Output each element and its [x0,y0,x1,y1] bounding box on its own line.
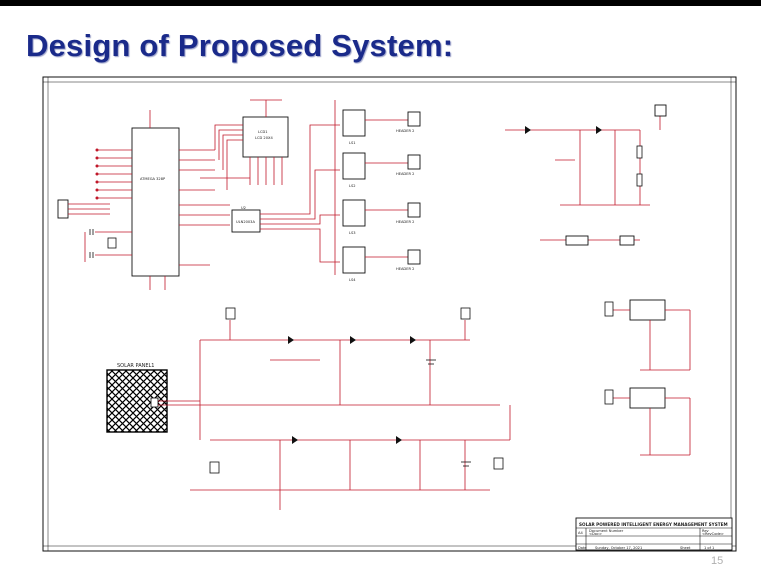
header-label-3: HEADER 2 [396,220,414,224]
title-block-doc-label: Document Number [589,529,624,533]
relay-label-4: LS4 [349,278,356,282]
page-number: 15 [711,555,724,567]
relay-label-1: LS1 [349,141,356,145]
title-block-date-label: Date [578,546,587,550]
top-bar [0,0,761,6]
solar-panel: SOLAR PANEL1 [106,363,168,433]
charging-circuit [158,307,511,510]
title-block-doc-value: <Doc> [589,532,602,536]
header-label-2: HEADER 2 [396,172,414,176]
mcu-ic: ATMEGA 328P [95,110,230,290]
relay-driver-ic: U2 ULN2003A [231,124,340,263]
title-block: SOLAR POWERED INTELLIGENT ENERGY MANAGEM… [575,517,733,551]
crystal-circuit [84,229,132,262]
boost-converter-top [505,104,667,246]
programming-header [57,199,110,219]
header-label-4: HEADER 2 [396,267,414,271]
title-block-rev-label: Rev [702,529,710,533]
title-block-size: A4 [578,531,583,535]
header-label-1: HEADER 2 [396,129,414,133]
driver-sublabel: ULN2003A [236,220,255,224]
output-headers: HEADER 2 HEADER 2 HEADER 2 HEADER 2 [396,111,421,271]
solar-panel-label: SOLAR PANEL1 [117,363,154,369]
voltage-regulators [604,299,691,456]
title-block-rev-value: <RevCode> [702,532,724,536]
title-block-date-value: Sunday, October 17, 2021 [595,546,642,550]
relay-bank: LS1 LS2 LS3 LS4 [334,100,408,282]
title-block-sheet-label: Sheet [680,546,691,550]
relay-label-3: LS3 [349,231,356,235]
relay-label-2: LS2 [349,184,356,188]
driver-label: U2 [241,206,246,210]
title-block-sheet-value: 1 of 1 [704,546,714,550]
title-block-title: SOLAR POWERED INTELLIGENT ENERGY MANAGEM… [579,522,728,527]
slide-title: Design of Proposed System: [26,28,454,63]
schematic-frame [42,76,737,552]
mcu-label: ATMEGA 328P [140,177,166,181]
lcd-module: LCD1 LCD 20X4 [200,99,289,190]
lcd-sublabel: LCD 20X4 [255,136,273,140]
lcd-label: LCD1 [258,130,268,134]
